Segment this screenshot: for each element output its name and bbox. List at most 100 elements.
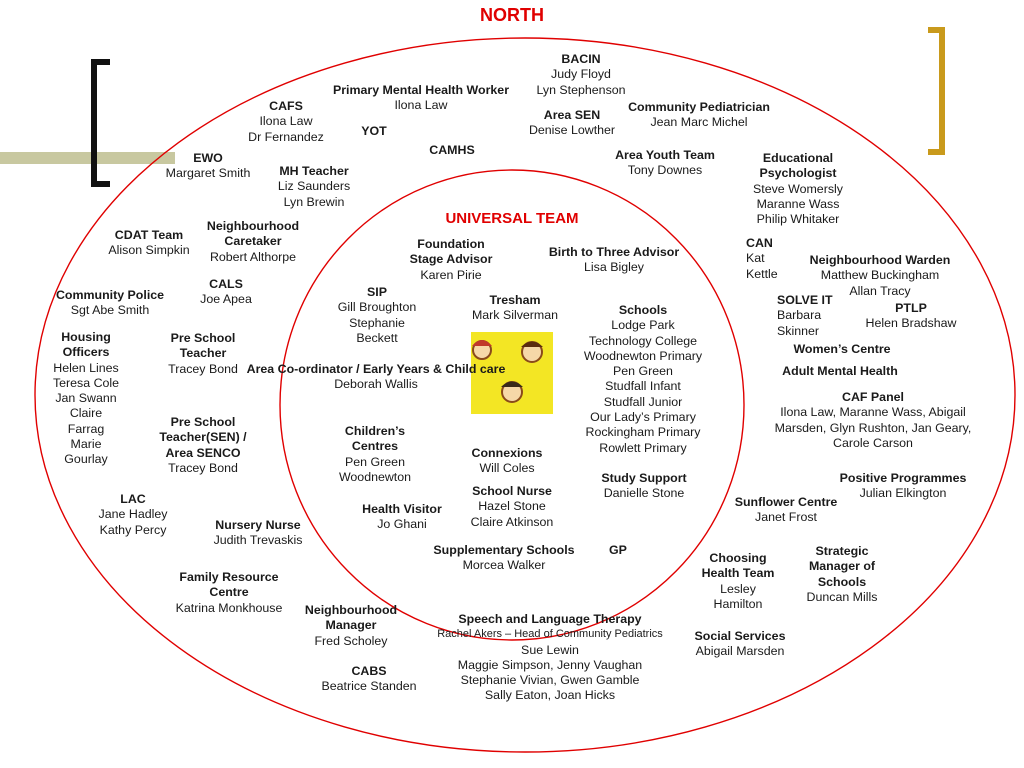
entry-line: Stephanie xyxy=(349,315,405,330)
entry-title: Sunflower Centre xyxy=(734,495,838,509)
entry-line: Sally Eaton, Joan Hicks xyxy=(484,688,616,703)
entry-line: Katrina Monkhouse xyxy=(175,600,283,615)
entry-line: Lisa Bigley xyxy=(584,260,644,275)
universal-team-title: UNIVERSAL TEAM xyxy=(445,210,579,227)
entry-line: Stephanie Vivian, Gwen Gamble xyxy=(460,673,640,688)
entry-title: Neighbourhood Warden xyxy=(809,253,951,267)
entry-line: Pen Green xyxy=(613,364,673,379)
entry-title: LAC xyxy=(120,492,146,506)
entry-title: CAF Panel xyxy=(842,390,904,404)
entry-line: Marsden, Glyn Rushton, Jan Geary, xyxy=(774,420,972,435)
entry-line: Rockingham Primary xyxy=(585,425,701,440)
entry-title: CDAT Team xyxy=(114,228,184,242)
entry-line: Mark Silverman xyxy=(471,308,559,323)
entry-line: Helen Lines xyxy=(53,360,119,375)
entry-title: Tresham xyxy=(489,293,541,307)
entry-line: Judy Floyd xyxy=(551,67,611,82)
entry-womens-centre: Women’s Centre xyxy=(793,342,890,357)
entry-line: Sue Lewin xyxy=(521,642,579,657)
entry-title: Area Co-ordinator / Early Years & Child … xyxy=(246,362,506,376)
entry-title: SOLVE IT xyxy=(777,293,833,307)
entry-line: Maranne Wass xyxy=(756,196,840,211)
entry-line: Sgt Abe Smith xyxy=(70,303,150,318)
decor-stripe xyxy=(0,152,175,164)
entry-line: Lyn Brewin xyxy=(283,194,345,209)
entry-title: Schools xyxy=(618,303,668,317)
entry-line: Morcea Walker xyxy=(462,558,546,573)
entry-line: Denise Lowther xyxy=(528,123,616,138)
entry-title: Birth to Three Advisor xyxy=(548,245,680,259)
entry-line: Pen Green xyxy=(345,454,405,469)
outer-ring xyxy=(34,37,1016,753)
entry-title: Educational Psychologist xyxy=(759,151,837,181)
entry-line: Robert Althorpe xyxy=(209,249,297,264)
entry-title: Neighbourhood Manager xyxy=(304,603,398,633)
entry-line: Margaret Smith xyxy=(165,166,251,181)
entry-title: Positive Programmes xyxy=(839,471,967,485)
entry-title: MH Teacher xyxy=(279,164,349,178)
entry-title: Connexions xyxy=(471,446,543,460)
entry-line: Studfall Infant xyxy=(605,379,681,394)
entry-line: Judith Trevaskis xyxy=(213,533,303,548)
entry-line: Woodnewton Primary xyxy=(583,348,703,363)
entry-line: Teresa Cole xyxy=(52,375,120,390)
entry-title: Study Support xyxy=(601,471,687,485)
entry-title: Social Services xyxy=(694,629,786,643)
entry-title: Primary Mental Health Worker xyxy=(332,83,510,97)
entry-line: Rachel Akers – Head of Community Pediatr… xyxy=(437,628,663,641)
entry-line: Rowlett Primary xyxy=(599,440,687,455)
entry-title: Supplementary Schools xyxy=(433,543,575,557)
page-title: NORTH xyxy=(480,5,544,25)
entry-title: CAFS xyxy=(269,99,303,113)
entry-line: Maggie Simpson, Jenny Vaughan xyxy=(457,657,643,672)
entry-line: Our Lady’s Primary xyxy=(590,410,696,425)
entry-line: Allan Tracy xyxy=(849,283,911,298)
entry-line: Beatrice Standen xyxy=(321,679,417,694)
entry-title: BACIN xyxy=(561,52,601,66)
entry-line: Abigail Marsden xyxy=(695,644,785,659)
universal-ring xyxy=(279,169,745,641)
entry-line: Studfall Junior xyxy=(603,394,683,409)
entry-title: GP xyxy=(609,543,627,557)
entry-line: Beckett xyxy=(356,330,398,345)
entry-title: PTLP xyxy=(895,301,927,315)
entry-title: Women’s Centre xyxy=(793,342,891,356)
entry-line: Skinner xyxy=(777,323,820,338)
entry-line: Kathy Percy xyxy=(99,522,167,537)
entry-title: Foundation Stage Advisor xyxy=(409,237,493,267)
entry-line: Lodge Park xyxy=(611,318,675,333)
entry-title: Area SEN xyxy=(543,108,601,122)
entry-line: Liz Saunders xyxy=(277,179,351,194)
entry-title: Area Youth Team xyxy=(615,148,715,162)
entry-line: Lesley xyxy=(720,581,756,596)
entry-line: Claire Farrag xyxy=(67,406,105,436)
entry-title: Family Resource Centre xyxy=(179,570,279,600)
entry-title: Strategic Manager of Schools xyxy=(808,544,876,589)
entry-line: Jo Ghani xyxy=(377,517,427,532)
entry-line: Barbara xyxy=(777,308,822,323)
entry-title: SIP xyxy=(367,285,387,299)
